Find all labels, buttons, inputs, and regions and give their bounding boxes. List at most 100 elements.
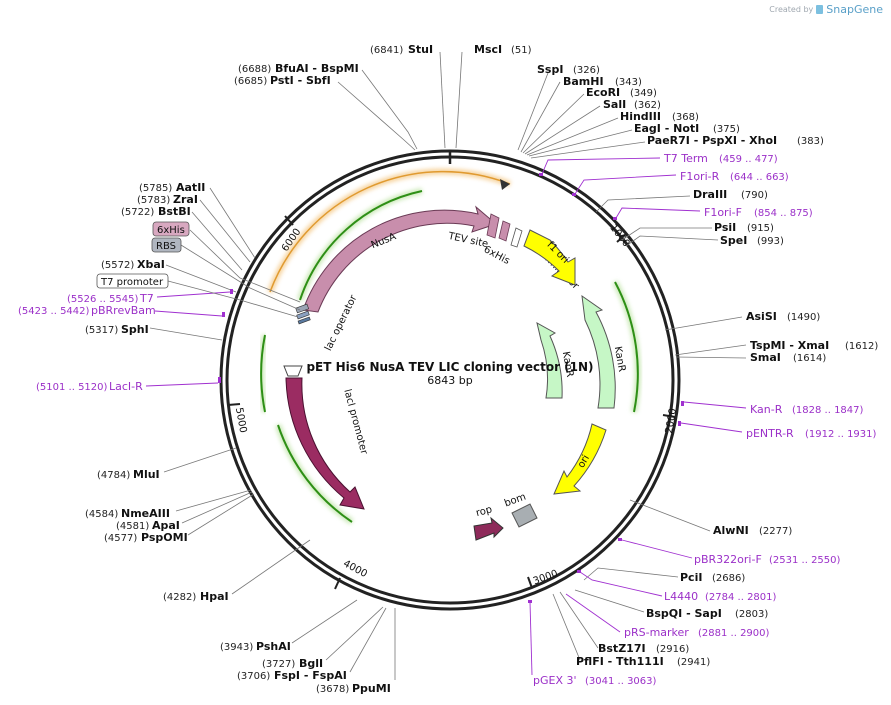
primer-f1orif[interactable]: F1ori-F	[704, 206, 742, 219]
tick-2000	[662, 414, 676, 418]
primer-lacir[interactable]: LacI-R	[109, 380, 143, 393]
enzyme-bgli[interactable]: BglI	[299, 657, 323, 670]
tick-1000	[616, 233, 627, 243]
leader-sspi	[517, 72, 549, 151]
enzyme-pos-fspi: (3706)	[237, 671, 270, 682]
pleader-kanr	[683, 401, 747, 409]
enzyme-zrai[interactable]: ZraI	[173, 193, 198, 206]
enzyme-hindiii[interactable]: HindIII	[620, 110, 661, 123]
enzyme-pspomi[interactable]: PspOMI	[141, 531, 188, 544]
enzyme-tspmi[interactable]: TspMI - XmaI	[750, 339, 829, 352]
primer-t7[interactable]: T7	[139, 292, 154, 305]
enzyme-stui[interactable]: StuI	[408, 43, 433, 56]
enzyme-pos-msci: (51)	[511, 45, 532, 56]
enzyme-hpai[interactable]: HpaI	[200, 590, 229, 603]
enzyme-pos-bfuai: (6688)	[238, 64, 271, 75]
primer-f1orir[interactable]: F1ori-R	[680, 170, 720, 183]
enzyme-asisi[interactable]: AsiSI	[746, 310, 777, 323]
leader-eagi	[528, 129, 633, 157]
enzyme-apai[interactable]: ApaI	[152, 519, 180, 532]
leader-6xhis	[189, 229, 301, 303]
primer-pos-pbrrevbam: (5423 .. 5442)	[18, 306, 90, 317]
primer-pgex3[interactable]: pGEX 3'	[533, 674, 577, 687]
enzyme-pos-aatii: (5785)	[139, 183, 172, 194]
primer-l4440[interactable]: L4440	[664, 590, 698, 603]
enzyme-pos-paer7i: (383)	[797, 136, 824, 147]
f1-ori-feature[interactable]: f1 ori	[523, 229, 576, 286]
leader-bgli	[325, 606, 384, 661]
leader-alwni	[629, 499, 711, 532]
tick-label-2000: 2000	[664, 407, 679, 434]
leader-hpai	[231, 539, 311, 595]
enzyme-pos-draiii: (790)	[741, 190, 768, 201]
leader-smai	[675, 356, 747, 359]
his-box	[152, 221, 190, 237]
enzyme-smai[interactable]: SmaI	[750, 351, 781, 364]
boxed-labels: 6xHis RBS T7 promoter	[96, 221, 301, 318]
leader-zrai	[199, 199, 251, 263]
enzyme-sspi[interactable]: SspI	[537, 63, 563, 76]
enzyme-mlui[interactable]: MluI	[133, 468, 160, 481]
enzyme-msci[interactable]: MscI	[474, 43, 502, 56]
enzyme-pflfi[interactable]: PflFI - Tth111I	[576, 655, 664, 668]
enzyme-alwni[interactable]: AlwNI	[713, 524, 749, 537]
enzyme-nmeaiii[interactable]: NmeAIII	[121, 507, 170, 520]
credit: Created by SnapGene	[769, 3, 883, 16]
enzyme-pos-pshai: (3943)	[220, 642, 253, 653]
leader-psii	[621, 227, 712, 241]
enzyme-pos-bstbi: (5722)	[121, 207, 154, 218]
green-arc-left	[258, 334, 354, 525]
rop-feature[interactable]: rop	[473, 504, 504, 541]
primer-prsmarker[interactable]: pRS-marker	[624, 626, 689, 639]
primer-pos-t7term: (459 .. 477)	[719, 154, 778, 165]
primer-pos-l4440: (2784 .. 2801)	[705, 592, 777, 603]
enzyme-pos-bspqi: (2803)	[735, 609, 768, 620]
kanr-inner-label: KanR	[560, 351, 575, 378]
kanr-feature[interactable]: KanR	[581, 294, 627, 409]
enzyme-bstbi[interactable]: BstBI	[158, 205, 191, 218]
primer-kanr[interactable]: Kan-R	[750, 403, 783, 416]
enzyme-bamhi[interactable]: BamHI	[563, 75, 604, 88]
enzyme-psii[interactable]: PsiI	[714, 221, 736, 234]
leader-pflfi	[552, 593, 581, 661]
his-tag-label: 6xHis	[482, 244, 512, 267]
plasmid-size: 6843 bp	[427, 374, 472, 387]
enzyme-fspi[interactable]: FspI - FspAI	[274, 669, 347, 682]
enzyme-bspqi[interactable]: BspQI - SapI	[646, 607, 722, 620]
enzyme-bfuai[interactable]: BfuAI - BspMI	[275, 62, 359, 75]
primer-t7term[interactable]: T7 Term	[663, 152, 708, 165]
enzyme-eagi[interactable]: EagI - NotI	[634, 122, 699, 135]
enzyme-spei[interactable]: SpeI	[720, 234, 747, 247]
enzyme-psti[interactable]: PstI - SbfI	[270, 74, 331, 87]
enzyme-ppumi[interactable]: PpuMI	[352, 682, 391, 695]
leader-sali	[524, 105, 601, 155]
enzyme-pos-psii: (915)	[747, 223, 774, 234]
enzyme-pcii[interactable]: PciI	[680, 571, 702, 584]
enzyme-ecori[interactable]: EcoRI	[586, 86, 620, 99]
primer-pbrrevbam[interactable]: pBRrevBam	[91, 304, 156, 317]
laci-feature[interactable]: lacI	[283, 365, 365, 510]
leader-tspmi	[674, 344, 747, 356]
bom-feature[interactable]: bom	[503, 491, 538, 528]
enzyme-pos-hpai: (4282)	[163, 592, 196, 603]
enzyme-sphi[interactable]: SphI	[121, 323, 149, 336]
laci-promoter-label: lacI promoter	[341, 388, 369, 456]
pleader-t7term	[541, 157, 661, 175]
enzyme-paer7i[interactable]: PaeR7I - PspXI - XhoI	[647, 134, 777, 147]
enzyme-draiii[interactable]: DraIII	[693, 188, 727, 201]
enzyme-bstz17i[interactable]: BstZ17I	[598, 642, 646, 655]
nusa-feature[interactable]: NusA	[302, 205, 497, 313]
enzyme-pos-alwni: (2277)	[759, 526, 792, 537]
ori-feature[interactable]: ori	[553, 423, 607, 495]
enzyme-sali[interactable]: SalI	[603, 98, 626, 111]
enzyme-pos-smai: (1614)	[793, 353, 826, 364]
primer-pbr322orif[interactable]: pBR322ori-F	[694, 553, 762, 566]
enzyme-pos-bgli: (3727)	[262, 659, 295, 670]
enzyme-pshai[interactable]: PshAI	[256, 640, 291, 653]
pleader-pbrrevbam	[154, 310, 223, 317]
primer-pentrr[interactable]: pENTR-R	[746, 427, 794, 440]
leader-spei	[625, 235, 719, 247]
enzyme-xbai[interactable]: XbaI	[137, 258, 165, 271]
kanr-inner-feature[interactable]: KanR	[536, 322, 575, 399]
enzyme-aatii[interactable]: AatII	[176, 181, 205, 194]
